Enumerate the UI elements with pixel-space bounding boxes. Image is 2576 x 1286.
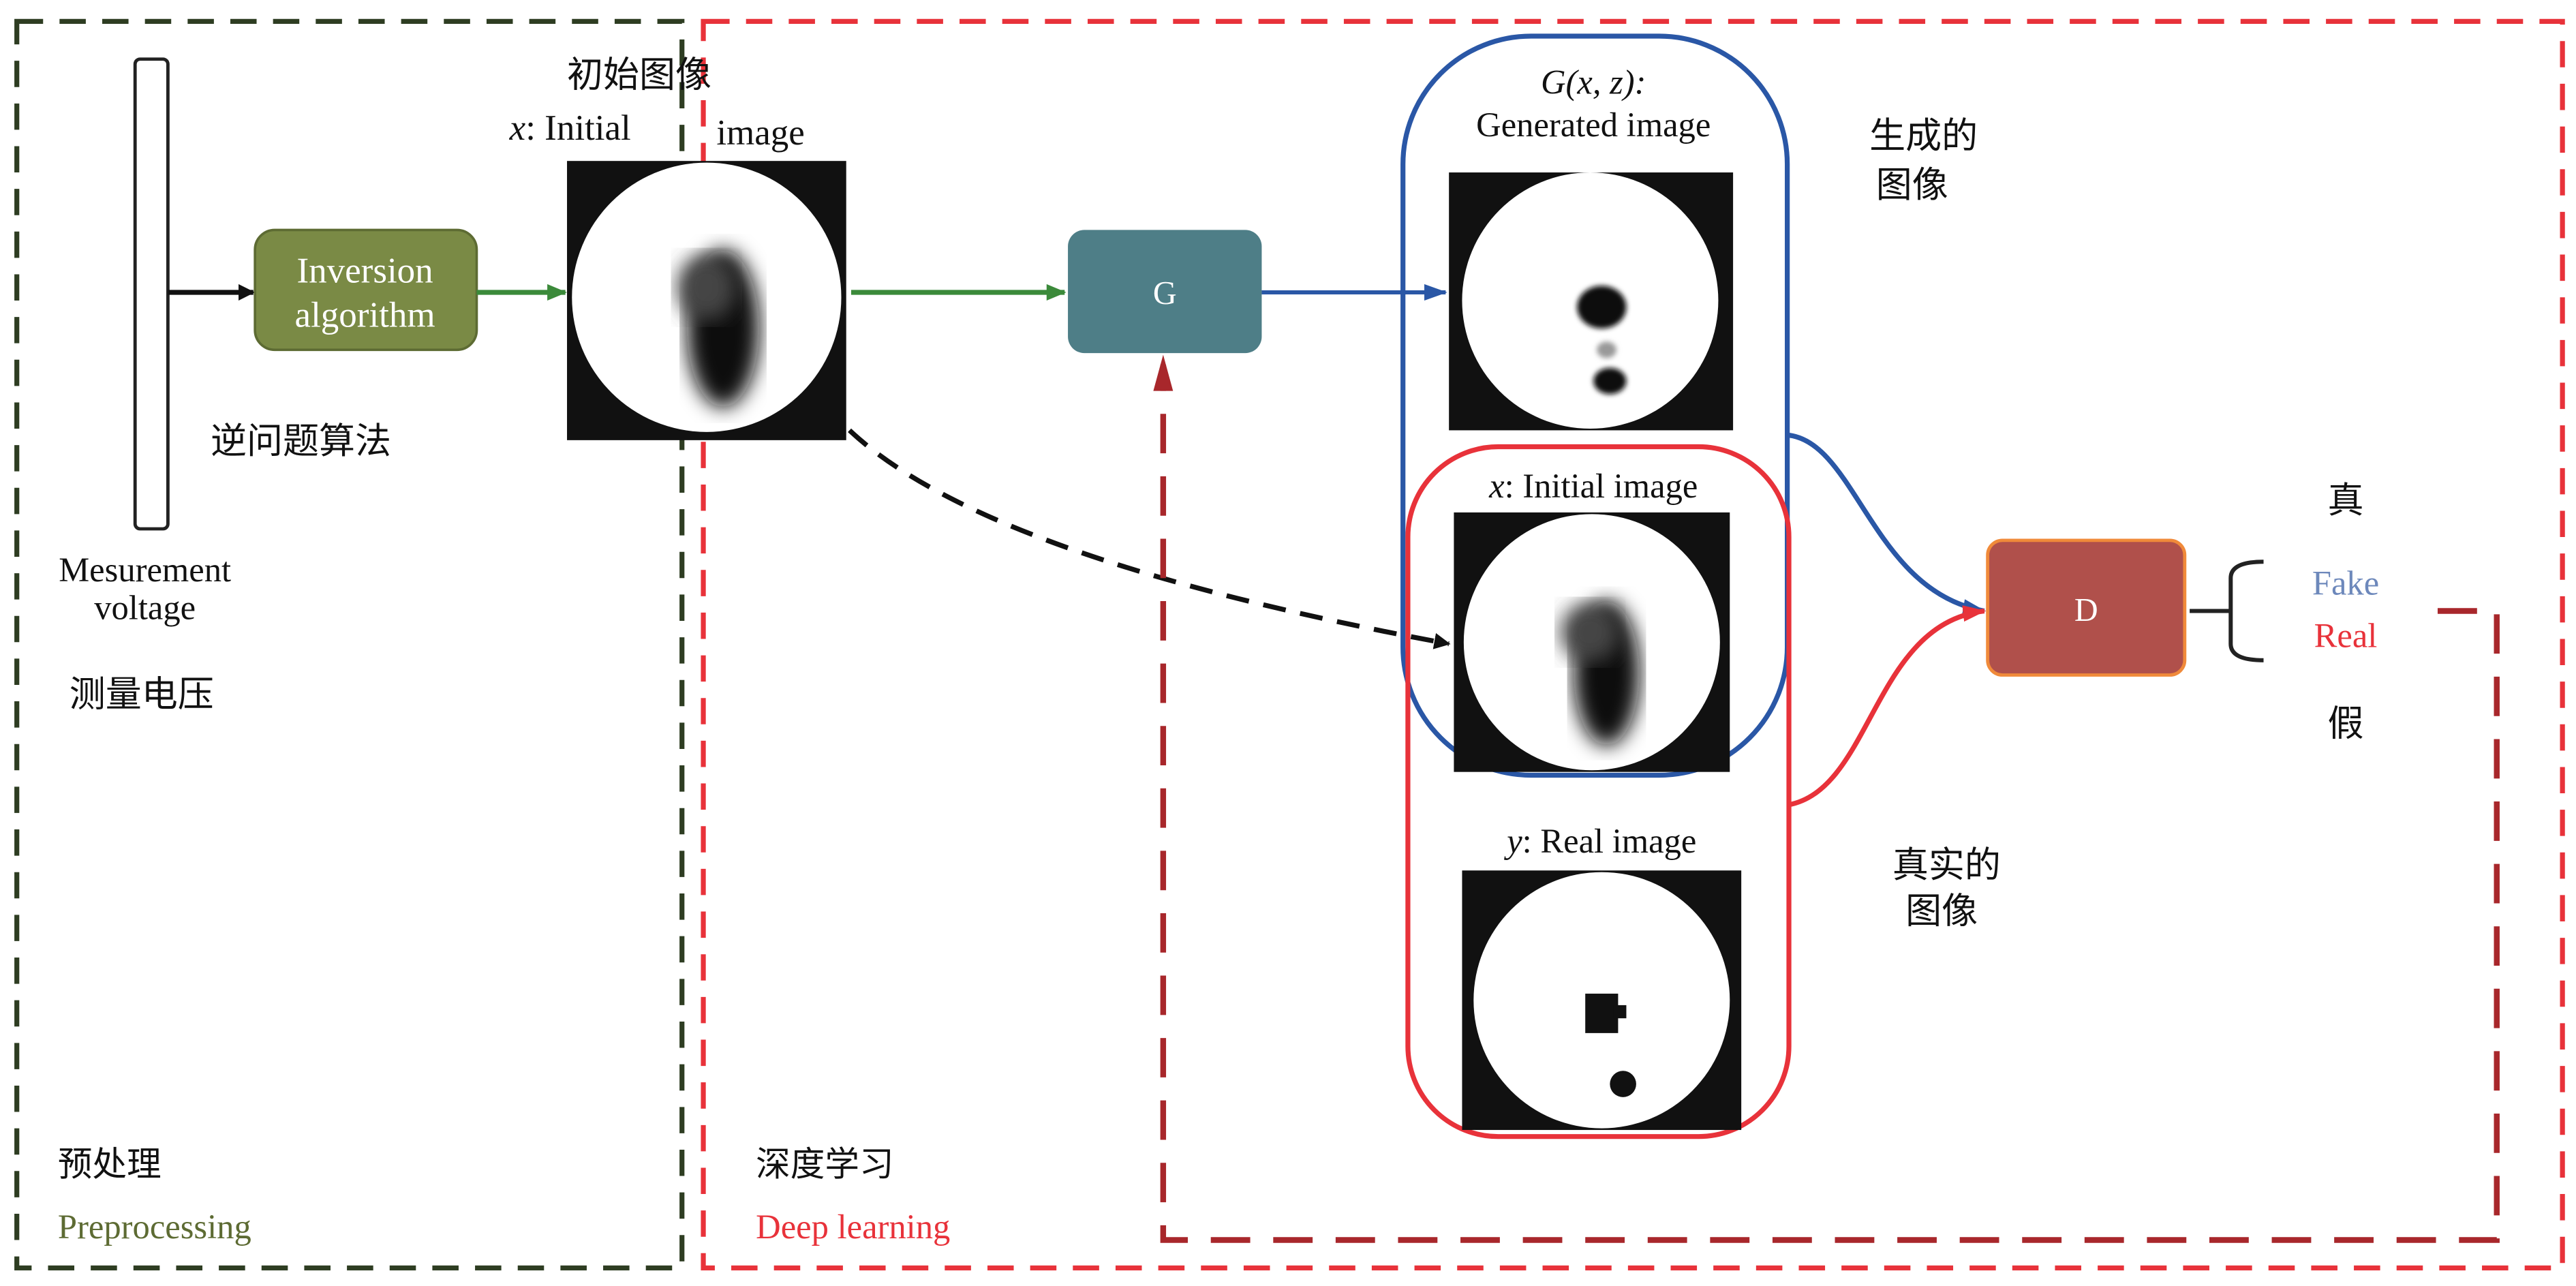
initial-image-2 xyxy=(1454,512,1730,772)
deep-learning-label-cn: 深度学习 xyxy=(756,1144,893,1184)
real-label: Real xyxy=(2314,617,2378,655)
false-label-cn: 假 xyxy=(2328,703,2364,745)
arrow-real-to-d xyxy=(1788,605,1987,808)
preprocessing-label: Preprocessing xyxy=(58,1208,251,1246)
measurement-label-2: voltage xyxy=(94,589,196,627)
true-label-cn: 真 xyxy=(2328,479,2364,521)
preprocessing-region xyxy=(14,18,685,1271)
initial-image-label-cn: 初始图像 xyxy=(567,54,711,96)
preprocessing-label-cn: 预处理 xyxy=(58,1144,162,1184)
output-brace xyxy=(2190,560,2264,662)
feedback-loop xyxy=(1160,365,2500,1243)
fake-label: Fake xyxy=(2312,564,2379,602)
inversion-label-1: Inversion xyxy=(297,251,433,291)
discriminator-box xyxy=(1986,538,2187,677)
real-image-label: y: Real image xyxy=(1503,822,1696,860)
measurement-label-1: Mesurement xyxy=(59,551,231,589)
generated-image-label-1: G(x, z): xyxy=(1541,63,1646,101)
generated-image-label-2: Generated image xyxy=(1476,106,1711,144)
real-image xyxy=(1462,870,1742,1131)
initial-image-label: x: Initial xyxy=(509,108,631,148)
real-image-label-cn-1: 真实的 xyxy=(1892,844,2001,886)
generator-label: G xyxy=(1153,275,1177,311)
measurement-label-cn: 测量电压 xyxy=(70,673,214,715)
initial-image xyxy=(567,161,846,440)
initial-image-label-2: image xyxy=(716,113,805,153)
generated-image-label-cn-2: 图像 xyxy=(1876,164,1948,206)
generator-box xyxy=(1068,230,1262,354)
deep-learning-region xyxy=(701,18,2565,1271)
inversion-label-2: algorithm xyxy=(295,296,435,335)
generated-image-label-cn-1: 生成的 xyxy=(1869,114,1978,157)
measurement-voltage-bar xyxy=(133,57,170,531)
generated-image xyxy=(1449,172,1734,431)
arrow-fake-to-d xyxy=(1788,433,1987,615)
fake-pair-group xyxy=(1400,33,1790,778)
initial-image-2-label: x: Initial image xyxy=(1488,467,1698,505)
real-image-label-cn-2: 图像 xyxy=(1905,889,1978,932)
inversion-label-cn: 逆问题算法 xyxy=(211,420,391,462)
discriminator-label: D xyxy=(2074,592,2098,628)
feedback-arrowhead xyxy=(1153,354,1174,391)
deep-learning-label: Deep learning xyxy=(756,1208,950,1246)
real-pair-group xyxy=(1405,444,1792,1139)
arrow-initial-to-discriminator-input xyxy=(848,428,1451,649)
